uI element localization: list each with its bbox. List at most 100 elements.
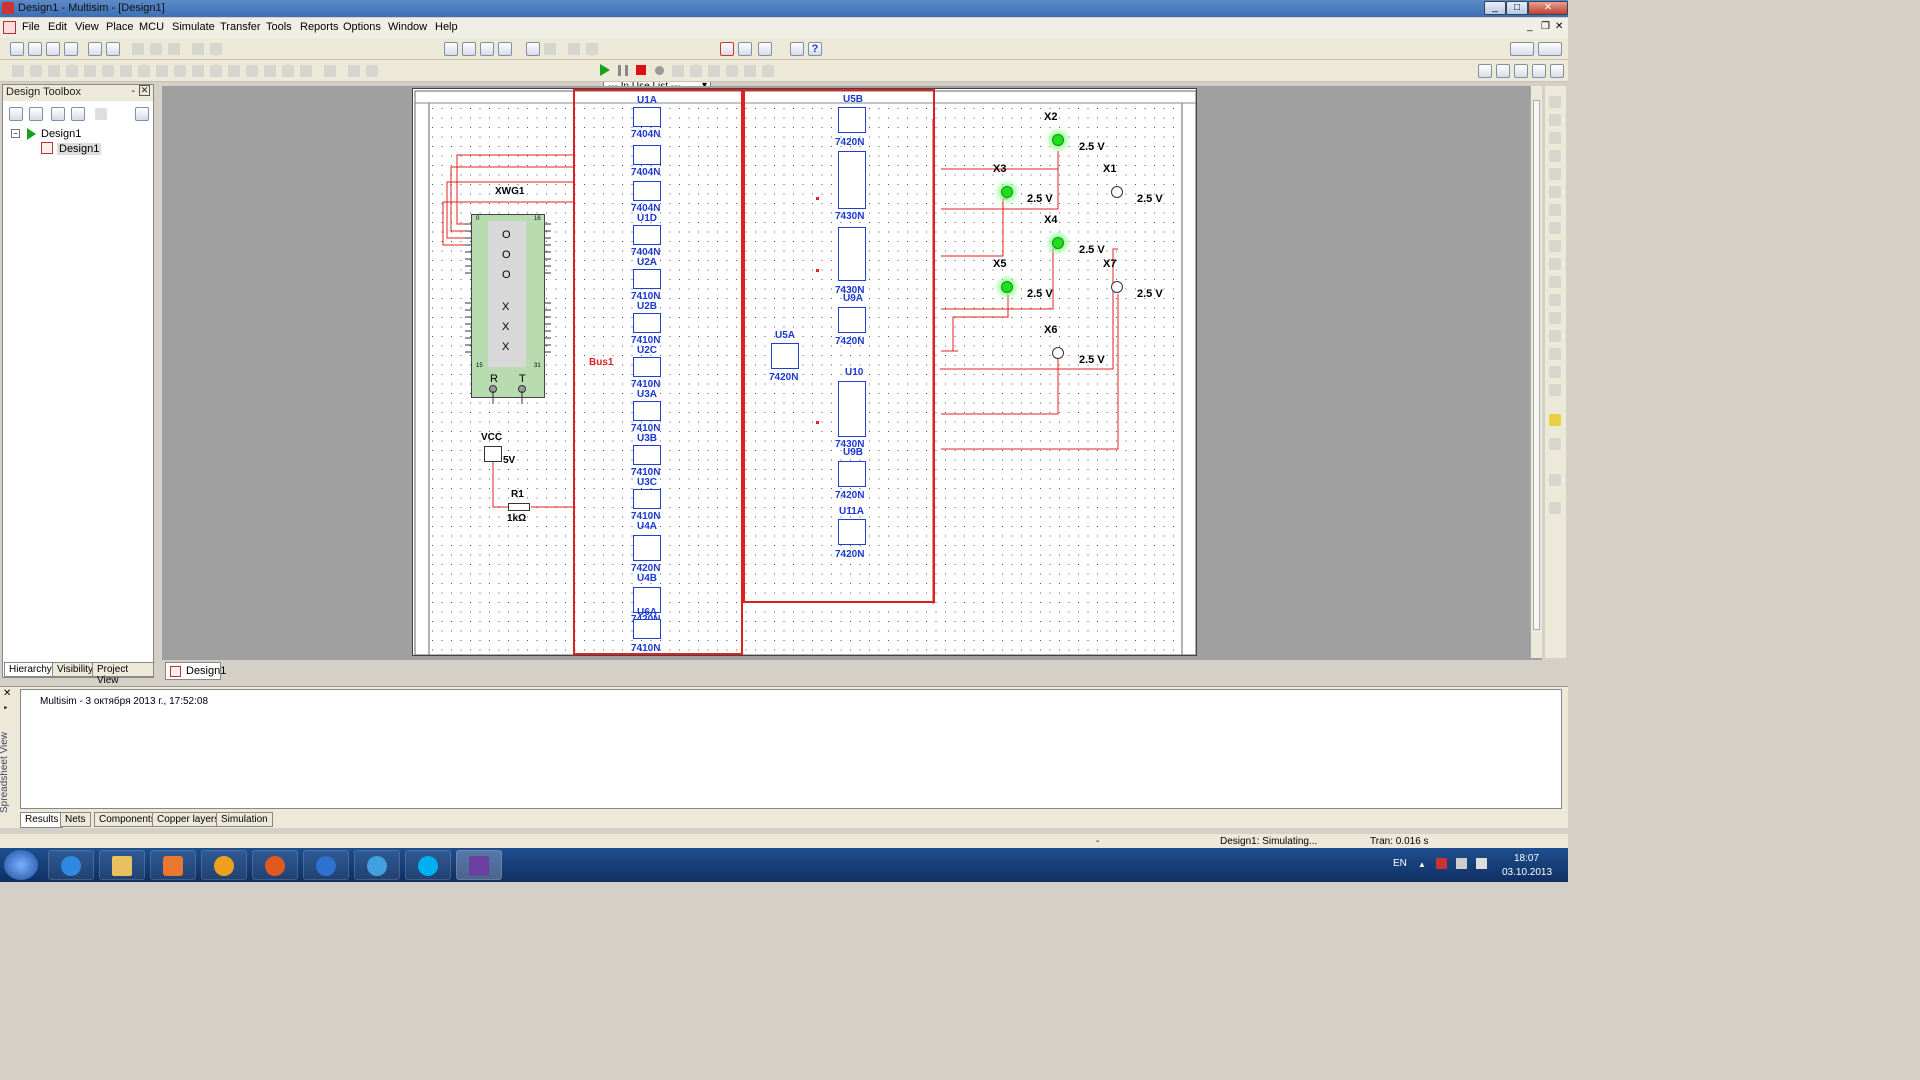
new-icon[interactable] bbox=[10, 42, 24, 56]
full-screen-icon[interactable] bbox=[1550, 64, 1564, 78]
maximize-button[interactable]: □ bbox=[1506, 1, 1528, 15]
junction-icon[interactable] bbox=[348, 65, 360, 77]
database-icon[interactable] bbox=[480, 42, 494, 56]
volume-icon[interactable] bbox=[1476, 858, 1487, 869]
probe-x1[interactable] bbox=[1111, 186, 1123, 198]
tab-design1[interactable]: Design1 bbox=[165, 662, 226, 680]
tab-project-view[interactable]: Project View bbox=[92, 662, 154, 686]
misc-icon[interactable] bbox=[210, 65, 222, 77]
breakpoint-icon[interactable] bbox=[762, 65, 774, 77]
tab-copper-layers[interactable]: Copper layers bbox=[152, 812, 225, 827]
gate-u1a[interactable] bbox=[633, 107, 661, 127]
flag-icon[interactable] bbox=[1436, 858, 1447, 869]
save-sheet-icon[interactable] bbox=[51, 107, 65, 121]
open-sheet-icon[interactable] bbox=[29, 107, 43, 121]
instruments-toggle-icon[interactable] bbox=[1510, 42, 1534, 56]
toolbox-pin-button[interactable]: - bbox=[131, 85, 135, 97]
spreadsheet-icon[interactable] bbox=[462, 42, 476, 56]
probe-x2[interactable] bbox=[1052, 134, 1064, 146]
misc-digital-icon[interactable] bbox=[138, 65, 150, 77]
agilent-oscilloscope-icon[interactable] bbox=[1549, 384, 1561, 396]
probe-x3[interactable] bbox=[1001, 186, 1013, 198]
document-icon[interactable] bbox=[3, 21, 16, 34]
diode-icon[interactable] bbox=[48, 65, 60, 77]
basic-icon[interactable] bbox=[30, 65, 42, 77]
collapse-icon[interactable]: − bbox=[11, 129, 20, 138]
scroll-thumb[interactable] bbox=[1533, 100, 1540, 630]
vcc-source[interactable] bbox=[484, 446, 502, 462]
probe-x6[interactable] bbox=[1052, 347, 1064, 359]
taskbar-skype[interactable] bbox=[405, 850, 451, 880]
spectrum-analyzer-icon[interactable] bbox=[1549, 312, 1561, 324]
tray-arrow-icon[interactable]: ▲ bbox=[1418, 860, 1426, 869]
workspace-scrollbar[interactable] bbox=[1530, 86, 1542, 658]
minimize-button[interactable]: _ bbox=[1484, 1, 1506, 15]
step-out-icon[interactable] bbox=[726, 65, 738, 77]
tab-components[interactable]: Components bbox=[94, 812, 161, 827]
mdi-close-button[interactable]: ✕ bbox=[1555, 21, 1564, 32]
hierarchical-block-icon[interactable] bbox=[300, 65, 312, 77]
gate-u4a[interactable] bbox=[633, 535, 661, 561]
menu-file[interactable]: File bbox=[22, 21, 40, 33]
gate-u8a[interactable] bbox=[838, 227, 866, 281]
gate-u2b[interactable] bbox=[633, 313, 661, 333]
step-into-icon[interactable] bbox=[708, 65, 720, 77]
delete-sheet-icon[interactable] bbox=[95, 108, 107, 120]
menu-simulate[interactable]: Simulate bbox=[172, 21, 215, 33]
grapher-icon[interactable] bbox=[498, 42, 512, 56]
open-sample-icon[interactable] bbox=[46, 42, 60, 56]
menu-tools[interactable]: Tools bbox=[266, 21, 292, 33]
mcu-icon[interactable] bbox=[282, 65, 294, 77]
menu-edit[interactable]: Edit bbox=[48, 21, 67, 33]
gate-u2a[interactable] bbox=[633, 269, 661, 289]
toggle-toolbox-icon[interactable] bbox=[444, 42, 458, 56]
taskbar-app6[interactable] bbox=[303, 850, 349, 880]
search-icon[interactable] bbox=[790, 42, 804, 56]
step-icon[interactable] bbox=[672, 65, 684, 77]
zoom-fit-icon[interactable] bbox=[1532, 64, 1546, 78]
run-icon[interactable] bbox=[600, 64, 610, 76]
bode-plotter-icon[interactable] bbox=[1549, 186, 1561, 198]
cmos-icon[interactable] bbox=[120, 65, 132, 77]
taskbar-explorer[interactable] bbox=[99, 850, 145, 880]
gate-u3a[interactable] bbox=[633, 401, 661, 421]
gate-u7a[interactable] bbox=[838, 151, 866, 209]
taskbar-multisim[interactable] bbox=[456, 850, 502, 880]
back-annotate-icon[interactable] bbox=[568, 43, 580, 55]
transistor-icon[interactable] bbox=[66, 65, 78, 77]
logic-converter-icon[interactable] bbox=[1549, 258, 1561, 270]
analog-icon[interactable] bbox=[84, 65, 96, 77]
function-generator-icon[interactable] bbox=[1549, 114, 1561, 126]
copy-icon[interactable] bbox=[150, 43, 162, 55]
frequency-counter-icon[interactable] bbox=[1549, 204, 1561, 216]
toolbox-close-button[interactable]: ✕ bbox=[139, 85, 150, 96]
tab-nets[interactable]: Nets bbox=[60, 812, 91, 827]
undo-icon[interactable] bbox=[192, 43, 204, 55]
record-icon[interactable] bbox=[655, 66, 664, 75]
network-analyzer-icon[interactable] bbox=[1549, 330, 1561, 342]
tab-visibility[interactable]: Visibility bbox=[52, 662, 98, 677]
gate-u2c[interactable] bbox=[633, 357, 661, 377]
open-icon[interactable] bbox=[28, 42, 42, 56]
menu-help[interactable]: Help bbox=[435, 21, 458, 33]
postprocessor-icon[interactable] bbox=[526, 42, 540, 56]
rf-icon[interactable] bbox=[246, 65, 258, 77]
zoom-in-icon[interactable] bbox=[1478, 64, 1492, 78]
logic-analyzer-icon[interactable] bbox=[1549, 240, 1561, 252]
gate-u9a[interactable] bbox=[838, 307, 866, 333]
erc-icon[interactable] bbox=[544, 43, 556, 55]
paste-icon[interactable] bbox=[168, 43, 180, 55]
tree-root[interactable]: Design1 bbox=[41, 128, 82, 140]
multimeter-icon[interactable] bbox=[1549, 96, 1561, 108]
export-icon[interactable] bbox=[738, 42, 752, 56]
language-indicator[interactable]: EN bbox=[1393, 858, 1407, 869]
gate-u9b[interactable] bbox=[838, 461, 866, 487]
ultiboard-icon[interactable] bbox=[758, 42, 772, 56]
print-preview-icon[interactable] bbox=[106, 42, 120, 56]
probe-icon[interactable] bbox=[720, 42, 734, 56]
gate-u1c[interactable] bbox=[633, 181, 661, 201]
help-icon[interactable]: ? bbox=[808, 42, 822, 56]
schematic-sheet[interactable]: XWG1 O O O X X X R T 0 16 15 31 bbox=[412, 88, 1197, 656]
indicator-icon[interactable] bbox=[174, 65, 186, 77]
print-icon[interactable] bbox=[88, 42, 102, 56]
